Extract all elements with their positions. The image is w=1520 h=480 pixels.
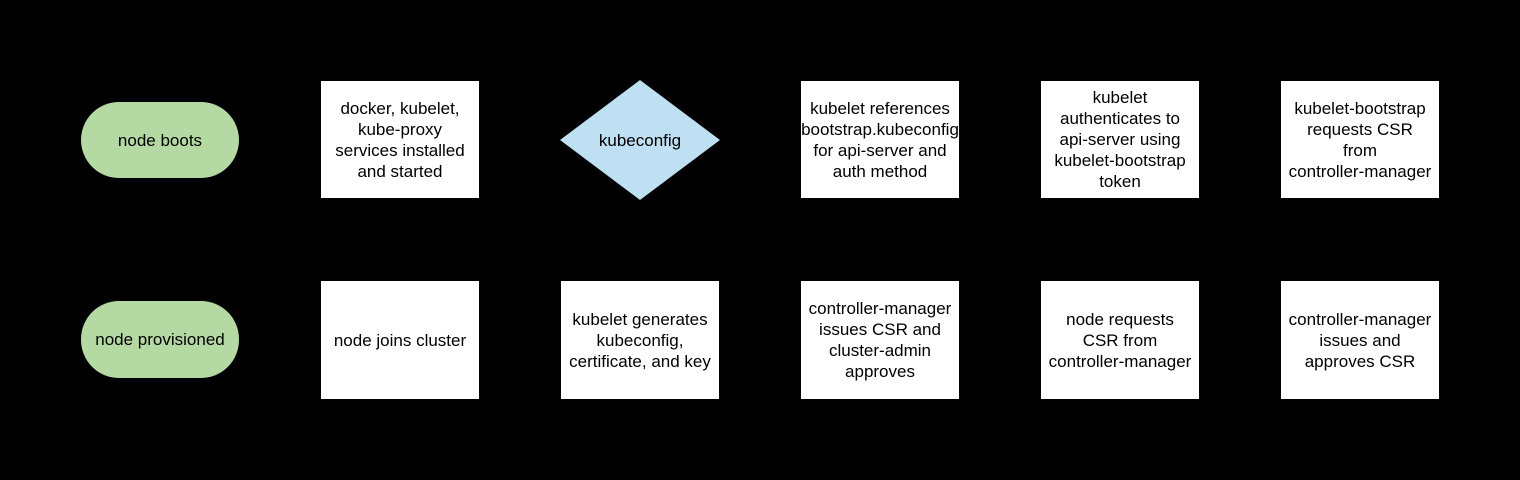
process-node-requests-csr: node requests CSR from controller-manage…: [1041, 281, 1199, 399]
process-services-installed-started: docker, kubelet, kube-proxy services ins…: [321, 81, 479, 198]
process-kubelet-bootstrap-requests-csr: kubelet-bootstrap requests CSR from cont…: [1281, 81, 1439, 198]
decision-kubeconfig: kubeconfig: [560, 80, 720, 200]
process-kubelet-authenticates-api-server: kubelet authenticates to api-server usin…: [1041, 81, 1199, 198]
process-kubelet-generates-kubeconfig-cert-key: kubelet generates kubeconfig, certificat…: [561, 281, 719, 399]
terminator-node-boots: node boots: [81, 102, 239, 178]
process-node-joins-cluster: node joins cluster: [321, 281, 479, 399]
process-kubelet-references-bootstrap-kubeconfig: kubelet references bootstrap.kubeconfig …: [801, 81, 959, 198]
process-controller-manager-issues-approves-csr: controller-manager issues and approves C…: [1281, 281, 1439, 399]
terminator-node-provisioned: node provisioned: [81, 301, 239, 378]
process-controller-manager-issues-csr-admin-approves: controller-manager issues CSR and cluste…: [801, 281, 959, 399]
